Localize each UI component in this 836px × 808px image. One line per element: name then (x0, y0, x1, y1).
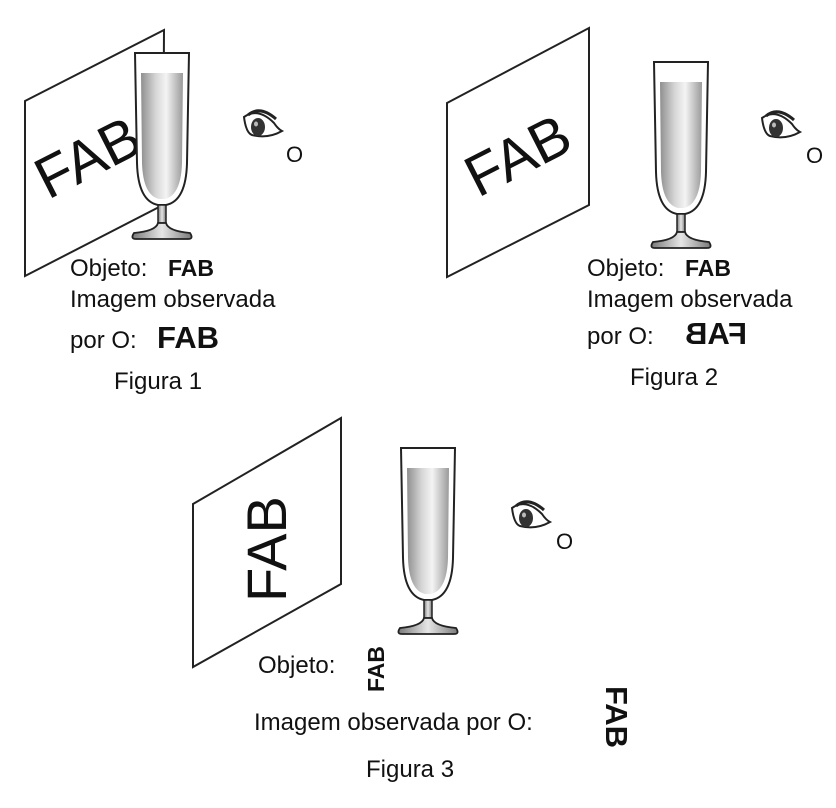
object-text-on-panel: FAB (235, 496, 298, 602)
eye-icon (242, 109, 284, 138)
glass (397, 447, 459, 635)
mirror-panel (446, 26, 590, 279)
object-value-rotated: FAB (363, 646, 389, 692)
image-label-line2: por O: (587, 323, 654, 350)
image-label-line2: por O: (70, 327, 137, 354)
figure-caption: Figura 2 (630, 364, 718, 391)
figure-caption: Figura 1 (114, 368, 202, 395)
image-value-mirrored: FAB (685, 316, 747, 351)
glass (650, 61, 712, 249)
figure-caption: Figura 3 (366, 756, 454, 783)
image-value-rotated: FAB (599, 686, 634, 748)
observer-label: O (806, 143, 823, 168)
observer-label: O (286, 142, 303, 167)
object-value: FAB (168, 255, 214, 281)
figure-3: FAB O Objeto: FAB Imagem observada por O… (192, 416, 634, 783)
object-value: FAB (685, 255, 731, 281)
figure-2: FAB O Objeto: FAB Imagem observada por O… (446, 26, 823, 391)
image-label-line1: Imagem observada (587, 286, 793, 313)
eye-icon (760, 110, 802, 139)
eye-icon (510, 500, 552, 529)
object-label: Objeto: (587, 255, 664, 282)
mirror-panel (192, 416, 342, 669)
image-label: Imagem observada por O: (254, 709, 533, 736)
object-label: Objeto: (258, 652, 335, 679)
image-label-line1: Imagem observada (70, 286, 276, 313)
observer-label: O (556, 529, 573, 554)
figure-1: FAB O Objeto: FAB Imagem observada por O… (24, 28, 303, 395)
object-label: Objeto: (70, 255, 147, 282)
image-value: FAB (157, 320, 219, 355)
